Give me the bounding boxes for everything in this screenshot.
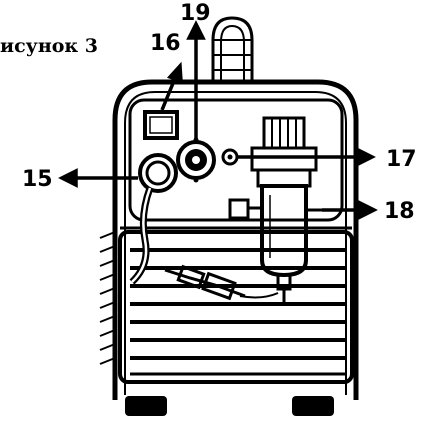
side-fins <box>99 231 116 365</box>
housing <box>112 79 359 400</box>
hose-connector <box>164 264 279 301</box>
carry-handle <box>211 16 254 82</box>
callout-label-18: 18 <box>384 199 415 224</box>
callout-label-15: 15 <box>22 167 53 192</box>
power-switch <box>143 110 179 140</box>
ventilation-grille <box>118 230 354 384</box>
callout-label-16: 16 <box>150 31 181 56</box>
air-filter-regulator <box>228 116 322 305</box>
callout-arrows <box>58 20 378 220</box>
callout-label-17: 17 <box>386 147 417 172</box>
figure-caption: исунок 3 <box>0 35 98 57</box>
cable-gland <box>129 153 178 285</box>
nut-fitting <box>221 148 239 166</box>
round-connector <box>176 137 216 183</box>
callout-label-19: 19 <box>180 1 211 26</box>
feet <box>125 396 334 416</box>
